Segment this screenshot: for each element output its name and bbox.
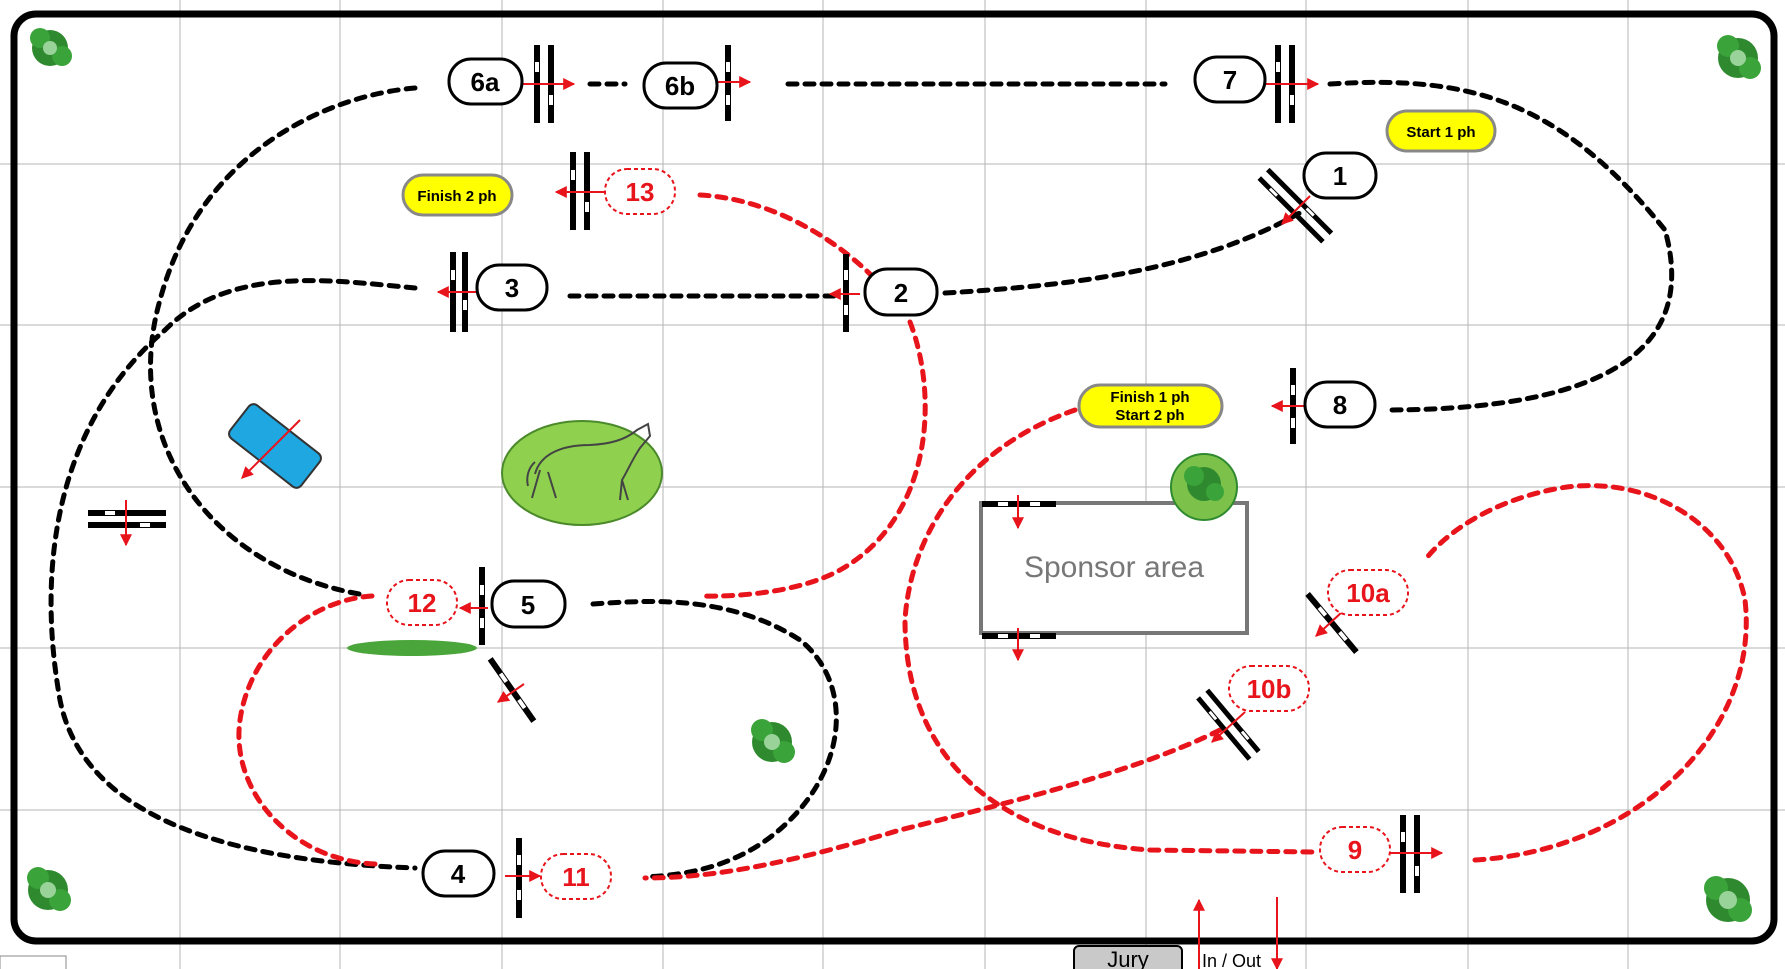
horse-icon: [501, 420, 663, 526]
fence-1-label: 1: [1333, 161, 1347, 191]
start-2-note: Start 2 ph: [1115, 407, 1184, 424]
fence-11-label: 11: [562, 862, 590, 892]
fence-10a-label: 10a: [1346, 578, 1390, 608]
bush-icon: [751, 719, 795, 763]
bush-icon: [1170, 453, 1238, 521]
fence-10b-label: 10b: [1247, 674, 1292, 704]
fence-2-label: 2: [894, 278, 908, 308]
finish-2-note: Finish 2 ph: [417, 188, 496, 205]
phase1-fence-labels: 6a 6b 7 1 2 3 8 5 4: [421, 55, 1378, 898]
fence-4-label: 4: [451, 859, 466, 889]
jury-label: Jury: [1107, 947, 1149, 969]
fence-6b-label: 6b: [665, 71, 695, 101]
start-finish-notes: Start 1 ph Finish 2 ph Finish 1 ph Start…: [401, 109, 1497, 429]
fence-3-label: 3: [505, 273, 519, 303]
fence-12-label: 12: [408, 588, 437, 618]
fence-13-label: 13: [626, 177, 655, 207]
bush-icon: [1704, 876, 1752, 922]
phase1-track: [48, 79, 1675, 880]
fence-9-label: 9: [1348, 835, 1362, 865]
start-1-note: Start 1 ph: [1406, 124, 1475, 141]
fence-rails: [88, 45, 1444, 918]
finish-1-note: Finish 1 ph: [1110, 389, 1189, 406]
water-jump-icon: [228, 403, 322, 489]
in-out-label: In / Out: [1202, 951, 1261, 969]
fence-7-label: 7: [1223, 65, 1237, 95]
sponsor-area-label: Sponsor area: [1024, 551, 1204, 584]
fence-5-label: 5: [521, 590, 535, 620]
fence-8-label: 8: [1333, 390, 1347, 420]
phase2-fence-labels: 13 12 11 10a 10b 9: [386, 168, 1409, 900]
bush-icon: [27, 867, 71, 911]
bush-icon: [30, 28, 72, 66]
fence-6a-label: 6a: [471, 67, 500, 97]
sponsor-area: [979, 501, 1249, 635]
legend-box: [0, 955, 67, 969]
jury-box: [1073, 945, 1183, 969]
arena-border: [10, 10, 1778, 945]
ditch-icon: [347, 640, 477, 656]
bush-icon: [1717, 35, 1761, 79]
